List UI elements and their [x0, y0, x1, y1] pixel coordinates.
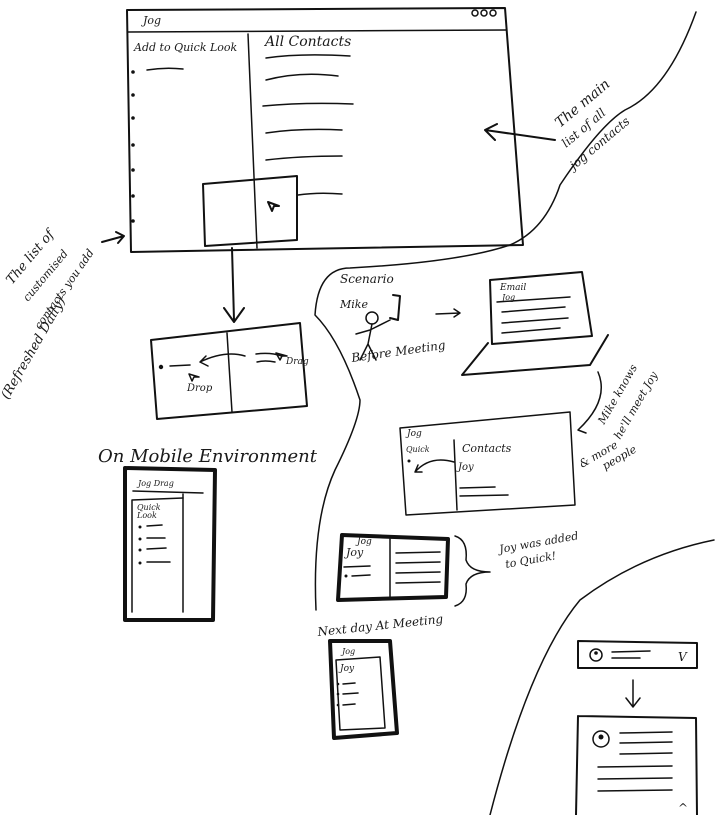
svg-text:Joy: Joy — [344, 546, 364, 559]
scenario-label: Scenario — [340, 272, 394, 286]
scenario-boundary-bottom — [489, 539, 715, 815]
svg-text:Jog: Jog — [500, 293, 515, 302]
quick-look-bullets — [131, 67, 184, 223]
main-list-annotation: The main list of all jog contacts — [484, 76, 632, 174]
joy-added-sketch: Jog Joy — [336, 533, 450, 602]
drag-label: Drag — [285, 357, 309, 367]
list-header: All Contacts — [263, 34, 351, 50]
user-icon — [589, 648, 603, 662]
contact-list-lines — [262, 54, 354, 196]
drag-drop-sketch: Drop Drag — [150, 322, 309, 420]
svg-text:Jog: Jog — [340, 647, 355, 656]
notification-expanded-sketch: ^ — [575, 715, 698, 815]
main-window-title: Jog — [141, 14, 161, 27]
drag-selection-box — [202, 175, 298, 247]
svg-text:Quick: Quick — [406, 445, 430, 454]
mobile-heading: On Mobile Environment — [98, 446, 318, 467]
svg-text:Mike: Mike — [339, 298, 368, 311]
brace-icon — [454, 535, 491, 607]
cursor-icon — [267, 201, 280, 212]
window-controls-icon — [471, 9, 497, 17]
cursor-icon — [188, 373, 200, 382]
notification-collapsed-sketch: V — [577, 640, 698, 669]
svg-text:Email: Email — [499, 283, 526, 293]
user-icon — [592, 730, 610, 748]
svg-text:Contacts: Contacts — [462, 442, 512, 455]
next-day-label: Next day At Meeting — [316, 612, 444, 639]
arrow-right-icon — [101, 231, 125, 244]
custom-list-annotation: The list of customised contacts you add … — [0, 226, 125, 402]
chevron-down-icon: V — [678, 650, 688, 664]
mike-figure: Mike — [339, 294, 401, 361]
svg-text:Jog Drag: Jog Drag — [136, 479, 174, 488]
svg-text:Joy: Joy — [456, 462, 474, 473]
svg-text:Joy: Joy — [338, 664, 355, 674]
curved-arrow-icon — [577, 371, 602, 434]
svg-text:Jog: Jog — [355, 537, 372, 547]
arrow-down-icon — [223, 247, 245, 323]
phone-sketch: Jog Joy — [328, 639, 399, 740]
mobile-sketch: Jog Drag Quick Look — [123, 466, 217, 622]
svg-text:Quick: Quick — [137, 503, 161, 512]
svg-text:Jog: Jog — [405, 429, 422, 439]
main-window-sketch: Jog Add to Quick Look All Contacts — [126, 7, 524, 253]
jog-window-sketch: Jog Quick Contacts Joy — [399, 411, 576, 516]
arrow-right-icon — [435, 308, 461, 318]
before-meeting-label: Before Meeting — [349, 338, 446, 365]
arrow-down-icon — [625, 679, 641, 708]
sidebar-header: Add to Quick Look — [133, 41, 238, 54]
cursor-icon — [275, 352, 288, 361]
drop-label: Drop — [186, 383, 213, 394]
svg-text:Look: Look — [136, 511, 157, 520]
chevron-up-icon: ^ — [678, 801, 688, 815]
arrow-left-icon — [484, 123, 556, 141]
svg-text:(Refreshed Daily): (Refreshed Daily) — [0, 295, 69, 402]
scenario-boundary — [314, 11, 697, 611]
laptop-sketch: Email Jog — [461, 271, 609, 376]
